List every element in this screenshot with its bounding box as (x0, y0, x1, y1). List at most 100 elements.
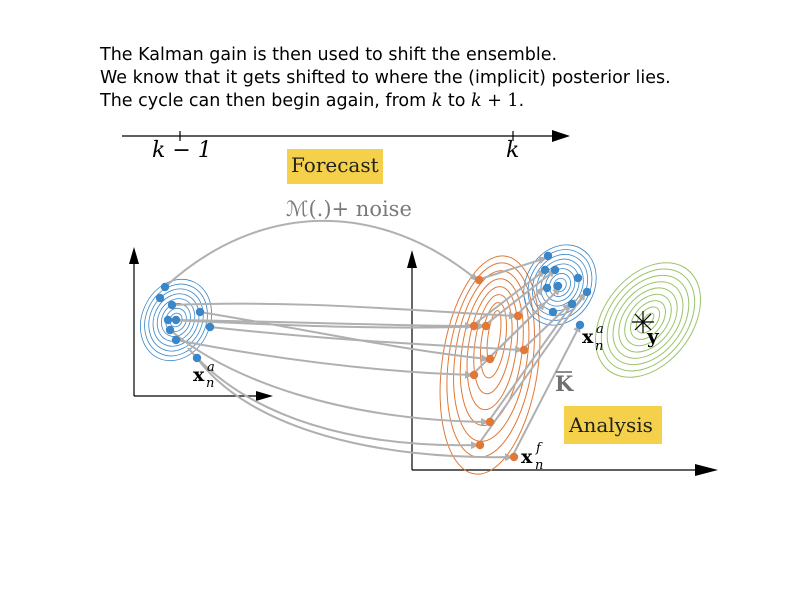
contour (635, 306, 661, 334)
contour (612, 281, 684, 359)
trajectory (209, 326, 523, 354)
shift-arrow (487, 299, 576, 423)
ensemble-point (582, 287, 592, 297)
contour (630, 300, 666, 340)
analysis-shifts (471, 256, 586, 458)
ensemble-point (167, 300, 177, 310)
contour (595, 262, 701, 378)
xa-right-sup: a (596, 322, 604, 337)
slide-text: The Kalman gain is then used to shift th… (100, 44, 671, 113)
text-plus-one: + 1 (481, 91, 519, 111)
left-axes (129, 247, 273, 401)
ensemble-point (513, 311, 523, 321)
left-analysis-ensemble (155, 282, 215, 363)
contour (473, 294, 513, 395)
trajectory (169, 329, 489, 426)
obs-label: y (646, 324, 660, 348)
trajectory (199, 311, 489, 363)
left-x-arrowhead (256, 391, 273, 401)
ensemble-point (575, 320, 585, 330)
shift-arrow (471, 302, 546, 376)
right-analysis-ensemble (540, 251, 592, 330)
ensemble-point (485, 354, 495, 364)
shift-arrow (483, 269, 556, 327)
contour (140, 278, 212, 362)
contour (618, 287, 678, 353)
label-xa-left: x a n (193, 360, 215, 391)
forecast-ensemble (469, 275, 529, 462)
label-xa-right: x a n (582, 322, 604, 354)
trajectory (171, 302, 517, 320)
text-to: to (442, 91, 472, 111)
ensemble-point (542, 283, 552, 293)
trajectory (187, 347, 479, 450)
ensemble-point (163, 315, 173, 325)
timeline: k − 1 k (122, 130, 570, 163)
label-xf: x f n (521, 441, 543, 473)
model-noise-label: ℳ(.)+ noise (286, 197, 412, 221)
xa-left-sub: n (206, 376, 214, 391)
forecast-trajectories (164, 219, 523, 462)
xa-right-sub: n (595, 339, 603, 354)
ensemble-point (165, 325, 175, 335)
ensemble-point (509, 452, 519, 462)
label-k-minus-1: k − 1 (152, 138, 212, 163)
shift-arrow (521, 303, 571, 351)
shift-arrow (511, 324, 581, 458)
ensemble-point (192, 353, 202, 363)
text-line-2: We know that it gets shifted to where th… (100, 68, 671, 88)
observation-contours (595, 262, 701, 378)
text-line-3-prefix: The cycle can then begin again, from (100, 91, 432, 111)
text-dot: . (518, 91, 525, 111)
ensemble-point (474, 275, 484, 285)
trajectory (175, 339, 473, 379)
trajectory (196, 357, 513, 462)
kalman-gain-label: K (555, 371, 574, 396)
contour (544, 268, 576, 302)
ensemble-point (519, 345, 529, 355)
text-line-3: The cycle can then begin again, from k t… (100, 90, 671, 113)
ensemble-point (553, 281, 563, 291)
ensemble-point (469, 370, 479, 380)
timeline-arrowhead (552, 130, 570, 142)
text-line-1: The Kalman gain is then used to shift th… (100, 45, 558, 65)
shift-arrow (471, 269, 546, 327)
ensemble-point (205, 322, 215, 332)
contour (148, 288, 204, 352)
ensemble-point (160, 282, 170, 292)
ensemble-point (171, 315, 181, 325)
xf-sup: f (535, 441, 543, 456)
label-k: k (506, 138, 519, 163)
contour (527, 249, 593, 321)
xf-base: x (521, 446, 533, 468)
left-y-arrowhead (129, 247, 139, 264)
analysis-highlight (564, 406, 662, 444)
trajectory (167, 319, 485, 331)
ensemble-point (195, 307, 205, 317)
ensemble-point (481, 321, 491, 331)
shift-arrow (476, 256, 547, 281)
contour (152, 293, 200, 347)
star-stroke (634, 313, 652, 331)
k-label: K (555, 371, 574, 396)
right-x-arrowhead (695, 464, 718, 476)
contour (523, 244, 597, 326)
trajectory (164, 219, 478, 288)
contour (144, 283, 208, 357)
text-k2: k (471, 91, 482, 111)
ensemble-point (485, 417, 495, 427)
forecast-highlight (287, 149, 383, 184)
ensemble-point (540, 265, 550, 275)
contour (479, 302, 507, 379)
xf-sub: n (535, 458, 543, 473)
ensemble-point (469, 321, 479, 331)
xa-left-base: x (193, 364, 205, 386)
shift-arrow (477, 292, 586, 446)
xa-right-base: x (582, 326, 594, 348)
contour (606, 274, 690, 366)
ensemble-point (155, 293, 165, 303)
ensemble-point (475, 440, 485, 450)
ensemble-point (550, 265, 560, 275)
